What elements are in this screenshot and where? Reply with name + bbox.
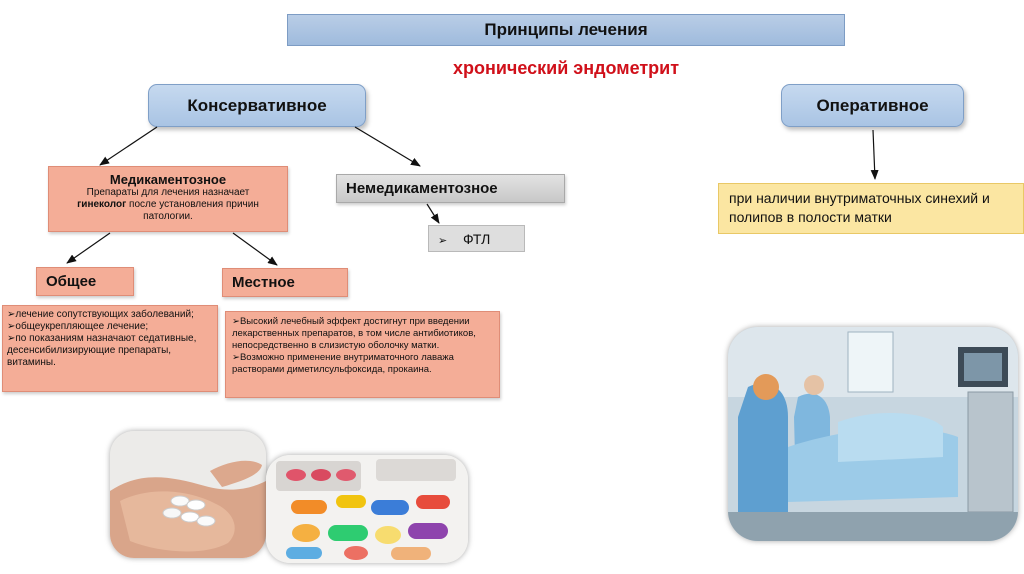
bullet-arrow-icon: ➢ (438, 235, 447, 247)
arrow-to-general (67, 233, 110, 263)
ftl-node: ➢ ФТЛ (428, 225, 525, 252)
arrow-to-operative-note (873, 130, 875, 179)
local-heading: Местное (232, 274, 295, 291)
list-item: ➢Высокий лечебный эффект достигнут при в… (232, 316, 493, 352)
bullet-arrow-icon: ➢ (232, 316, 240, 327)
operative-label: Оперативное (816, 96, 928, 116)
arrow-to-ftl (427, 204, 439, 223)
medical-line-2-rest: после установления причин (126, 199, 259, 210)
operative-note: при наличии внутриматочных синехий и пол… (718, 183, 1024, 234)
list-item: ➢общеукрепляющее лечение; (7, 321, 213, 333)
conservative-node: Консервативное (148, 84, 366, 127)
general-list: ➢лечение сопутствующих заболеваний; ➢общ… (2, 305, 218, 392)
medical-node: Медикаментозное Препараты для лечения на… (48, 166, 288, 232)
operating-room-photo (728, 327, 1018, 541)
nonmedical-heading: Немедикаментозное (346, 180, 498, 197)
ftl-label: ФТЛ (463, 231, 490, 247)
medical-line-2-bold: гинеколог (77, 199, 126, 210)
list-item: ➢по показаниям назначают седативные, дес… (7, 333, 213, 369)
local-list: ➢Высокий лечебный эффект достигнут при в… (225, 311, 500, 398)
arrow-to-medical (100, 127, 157, 165)
diagram-subtitle: хронический эндометрит (287, 58, 845, 79)
general-node: Общее (36, 267, 134, 296)
operative-node: Оперативное (781, 84, 964, 127)
medical-line-1: Препараты для лечения назначает (49, 187, 287, 199)
list-item: ➢лечение сопутствующих заболеваний; (7, 309, 213, 321)
arrow-to-nonmedical (355, 127, 420, 166)
operative-note-text: при наличии внутриматочных синехий и пол… (729, 190, 990, 225)
assorted-pills-photo (266, 455, 468, 563)
bullet-arrow-icon: ➢ (232, 352, 240, 363)
local-node: Местное (222, 268, 348, 297)
title-box: Принципы лечения (287, 14, 845, 46)
conservative-label: Консервативное (187, 96, 326, 116)
medical-line-2: гинеколог после установления причин (49, 199, 287, 211)
arrow-to-local (233, 233, 277, 265)
medical-heading: Медикаментозное (49, 172, 287, 187)
general-heading: Общее (46, 273, 96, 290)
list-item: ➢Возможно применение внутриматочного лав… (232, 352, 493, 376)
page-title: Принципы лечения (484, 20, 647, 40)
hand-with-pills-photo (110, 431, 266, 558)
medical-line-3: патологии. (49, 211, 287, 223)
nonmedical-node: Немедикаментозное (336, 174, 565, 203)
